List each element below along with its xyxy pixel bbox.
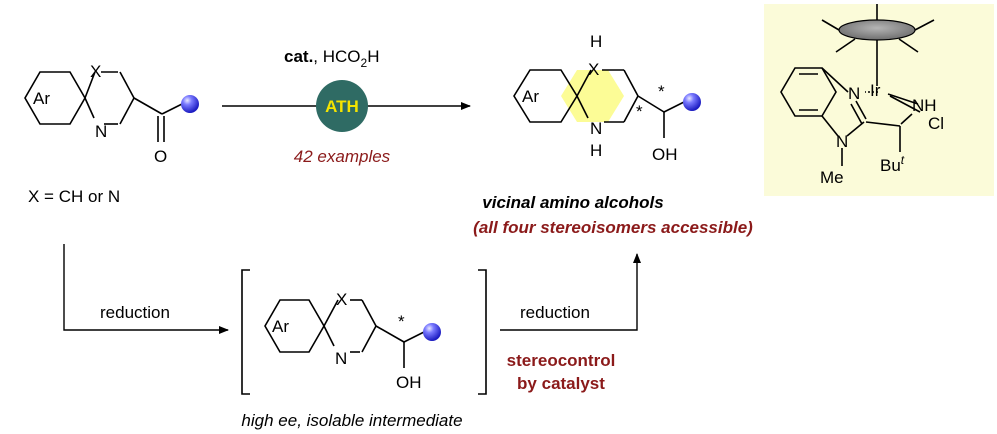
substrate-x-label: X — [90, 62, 101, 81]
substrate-structure: X Ar N O X = CH or N — [24, 62, 199, 206]
product-sphere — [683, 93, 701, 111]
product-h-top: H — [590, 32, 602, 51]
cp-star-ring — [838, 19, 916, 41]
product-title: vicinal amino alcohols — [482, 193, 663, 212]
catalyst-nh: NH — [912, 96, 937, 115]
product-star-2: * — [658, 82, 665, 101]
intermediate-x-label: X — [336, 290, 347, 309]
reagents-end: H — [367, 47, 379, 66]
reduction-label-2: reduction — [520, 303, 590, 322]
catalyst-n1: N — [848, 84, 860, 103]
catalyst-panel: N Ir Cl NH N Me But — [764, 4, 994, 196]
catalyst-bu-text: Bu — [880, 156, 901, 175]
intermediate-structure: X Ar N * OH — [264, 290, 441, 392]
reduction-label-1: reduction — [100, 303, 170, 322]
bracket-left — [241, 269, 250, 395]
ath-label: ATH — [325, 97, 359, 116]
reduction-arrow-1 — [63, 244, 229, 334]
substrate-n-label: N — [95, 122, 107, 141]
product-structure: H X Ar N H * * OH vicinal amino alcohols… — [473, 32, 753, 237]
reagents-cat: cat. — [284, 47, 313, 66]
intermediate-caption: high ee, isolable intermediate — [241, 411, 462, 430]
intermediate-oh-label: OH — [396, 373, 422, 392]
catalyst-n2: N — [836, 132, 848, 151]
product-yellow-ring — [561, 70, 624, 122]
stereocontrol-line-2: by catalyst — [517, 374, 605, 393]
substrate-o-label: O — [154, 147, 167, 166]
catalyst-me: Me — [820, 168, 844, 187]
catalyst-ir: Ir — [870, 81, 881, 100]
substituent-sphere — [181, 95, 199, 113]
reagents-sub: 2 — [361, 56, 368, 70]
bottom-pathway: reduction reduction stereocontrol by cat… — [63, 244, 641, 430]
intermediate-star: * — [398, 312, 405, 331]
intermediate-n-label: N — [335, 349, 347, 368]
reagents-rest: , HCO — [313, 47, 360, 66]
product-h-bottom: H — [590, 141, 602, 160]
substrate-ar-label: Ar — [33, 89, 50, 108]
stereocontrol-line-1: stereocontrol — [507, 351, 616, 370]
catalyst-cl: Cl — [928, 114, 944, 133]
product-x-label: X — [588, 60, 599, 79]
reduction-arrow-2 — [500, 253, 641, 331]
intermediate-ar-label: Ar — [272, 317, 289, 336]
product-subtitle: (all four stereoisomers accessible) — [473, 218, 753, 237]
reagents-text: cat., HCO2H — [284, 47, 380, 70]
intermediate-sphere — [423, 323, 441, 341]
catalyst-bu: But — [880, 153, 905, 175]
bracket-right — [478, 269, 487, 395]
catalyst-bu-sup: t — [901, 153, 905, 167]
product-star-1: * — [636, 102, 643, 121]
product-n-label: N — [590, 119, 602, 138]
substrate-x-definition: X = CH or N — [28, 187, 120, 206]
product-ar-label: Ar — [522, 87, 539, 106]
product-oh-label: OH — [652, 145, 678, 164]
ath-circle — [316, 80, 368, 132]
top-reaction: ATH cat., HCO2H 42 examples — [222, 47, 471, 166]
examples-label: 42 examples — [294, 147, 391, 166]
